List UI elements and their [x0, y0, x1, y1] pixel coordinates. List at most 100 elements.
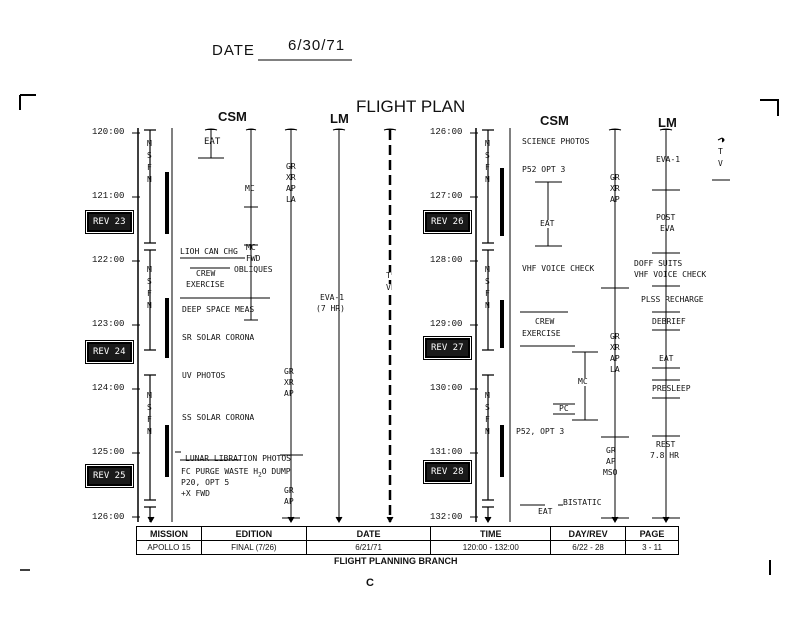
value-edition: FINAL (7/26) — [200, 540, 307, 555]
msfn-letter: M — [147, 139, 152, 148]
msfn-letter: S — [147, 277, 152, 286]
event-mc: MC — [578, 377, 588, 386]
event-p52: P52 OPT 3 — [522, 165, 566, 174]
time-label: 127:00 — [430, 191, 463, 201]
rev-badge: REV 27 — [423, 336, 472, 360]
time-label: 121:00 — [92, 191, 125, 201]
value-day-rev: 6/22 - 28 — [550, 540, 627, 555]
tv-label: T — [718, 147, 723, 156]
rev-badge: REV 26 — [423, 210, 472, 234]
event-deep-space: DEEP SPACE MEAS — [182, 305, 255, 314]
time-label: 130:00 — [430, 383, 463, 393]
gr-label: GR — [284, 367, 294, 376]
gr-label: AP — [606, 457, 616, 466]
header-page: PAGE — [625, 526, 679, 541]
footer-branch: FLIGHT PLANNING BRANCH — [334, 556, 458, 566]
event-eat: EAT — [540, 219, 555, 228]
event-x-fwd: +X FWD — [181, 489, 210, 498]
gr-label: MSO — [603, 468, 618, 477]
event-p52-opt3: P52, OPT 3 — [516, 427, 565, 436]
event-vhf-check: VHF VOICE CHECK — [522, 264, 595, 273]
event-sr-corona: SR SOLAR CORONA — [182, 333, 255, 342]
tv-label: V — [718, 159, 723, 168]
column-csm-right: CSM — [540, 113, 569, 128]
time-label: 132:00 — [430, 512, 463, 522]
event-post-eva: POST — [656, 213, 676, 222]
event-crew: EXERCISE — [522, 329, 561, 338]
msfn-letter: S — [147, 151, 152, 160]
event-mc-fwd: OBLIQUES — [234, 265, 273, 274]
event-doff-suits: DOFF SUITS — [634, 259, 683, 268]
rev-badge: REV 23 — [85, 210, 134, 234]
event-eat: EAT — [538, 507, 553, 516]
gr-label: AP — [610, 354, 620, 363]
column-lm-left: LM — [330, 111, 349, 126]
msfn-letter: F — [485, 163, 490, 172]
event-post-eva: EVA — [660, 224, 675, 233]
event-pc: PC — [559, 404, 569, 413]
rev-badge: REV 25 — [85, 464, 134, 488]
event-fc-purge: FC PURGE WASTE H2O DUMP — [181, 467, 291, 479]
footer-letter: C — [366, 577, 374, 589]
msfn-letter: S — [485, 403, 490, 412]
msfn-letter: S — [485, 151, 490, 160]
page-title: FLIGHT PLAN — [356, 97, 466, 116]
gr-label: XR — [286, 173, 296, 182]
gr-label: AP — [284, 497, 294, 506]
msfn-letter: F — [485, 415, 490, 424]
msfn-letter: N — [485, 301, 490, 310]
time-label: 129:00 — [430, 319, 463, 329]
event-mc-fwd: FWD — [246, 254, 261, 263]
event-ss-corona: SS SOLAR CORONA — [182, 413, 255, 422]
value-time: 120:00 - 132:00 — [430, 540, 552, 555]
rev-badge: REV 28 — [423, 460, 472, 484]
msfn-letter: S — [147, 403, 152, 412]
gr-label: AP — [610, 195, 620, 204]
rev-badge: REV 24 — [85, 340, 134, 364]
msfn-letter: M — [147, 265, 152, 274]
event-eat: EAT — [204, 137, 221, 147]
gr-label: GR — [610, 332, 620, 341]
time-label: 126:00 — [92, 512, 125, 522]
value-date: 6/21/71 — [305, 540, 432, 555]
event-eva1-duration: (7 HR) — [316, 304, 345, 313]
event-debrief: DEBRIEF — [652, 317, 686, 326]
event-eva1: EVA-1 — [656, 155, 681, 164]
event-eat-lm: EAT — [659, 354, 674, 363]
date-label: DATE — [212, 42, 255, 59]
time-label: 125:00 — [92, 447, 125, 457]
time-label: 122:00 — [92, 255, 125, 265]
time-label: 124:00 — [92, 383, 125, 393]
gr-label: XR — [610, 343, 620, 352]
event-presleep: PRESLEEP — [652, 384, 691, 393]
gr-label: GR — [286, 162, 296, 171]
time-label: 120:00 — [92, 127, 125, 137]
event-crew: CREW — [196, 269, 216, 278]
msfn-letter: F — [147, 289, 152, 298]
event-mc: MC — [245, 184, 255, 193]
value-mission: APOLLO 15 — [136, 540, 202, 555]
tv-label: V — [386, 283, 391, 292]
header-time: TIME — [430, 526, 552, 541]
gr-label: XR — [284, 378, 294, 387]
column-lm-right: LM — [658, 115, 677, 130]
msfn-letter: N — [485, 427, 490, 436]
header-day-rev: DAY/REV — [550, 526, 627, 541]
time-label: 131:00 — [430, 447, 463, 457]
column-csm-left: CSM — [218, 109, 247, 124]
footer-table: MISSION EDITION DATE TIME DAY/REV PAGE A… — [136, 526, 679, 555]
msfn-letter: M — [485, 265, 490, 274]
msfn-letter: F — [485, 289, 490, 298]
event-rest: REST — [656, 440, 676, 449]
msfn-letter: N — [147, 175, 152, 184]
value-page: 3 - 11 — [625, 540, 679, 555]
gr-label: AP — [286, 184, 296, 193]
event-p20: P20, OPT 5 — [181, 478, 230, 487]
event-uv-photos: UV PHOTOS — [182, 371, 226, 380]
event-bistatic: BISTATIC — [563, 498, 602, 507]
msfn-letter: M — [485, 391, 490, 400]
time-label: 128:00 — [430, 255, 463, 265]
msfn-letter: N — [147, 427, 152, 436]
msfn-letter: M — [147, 391, 152, 400]
msfn-letter: S — [485, 277, 490, 286]
